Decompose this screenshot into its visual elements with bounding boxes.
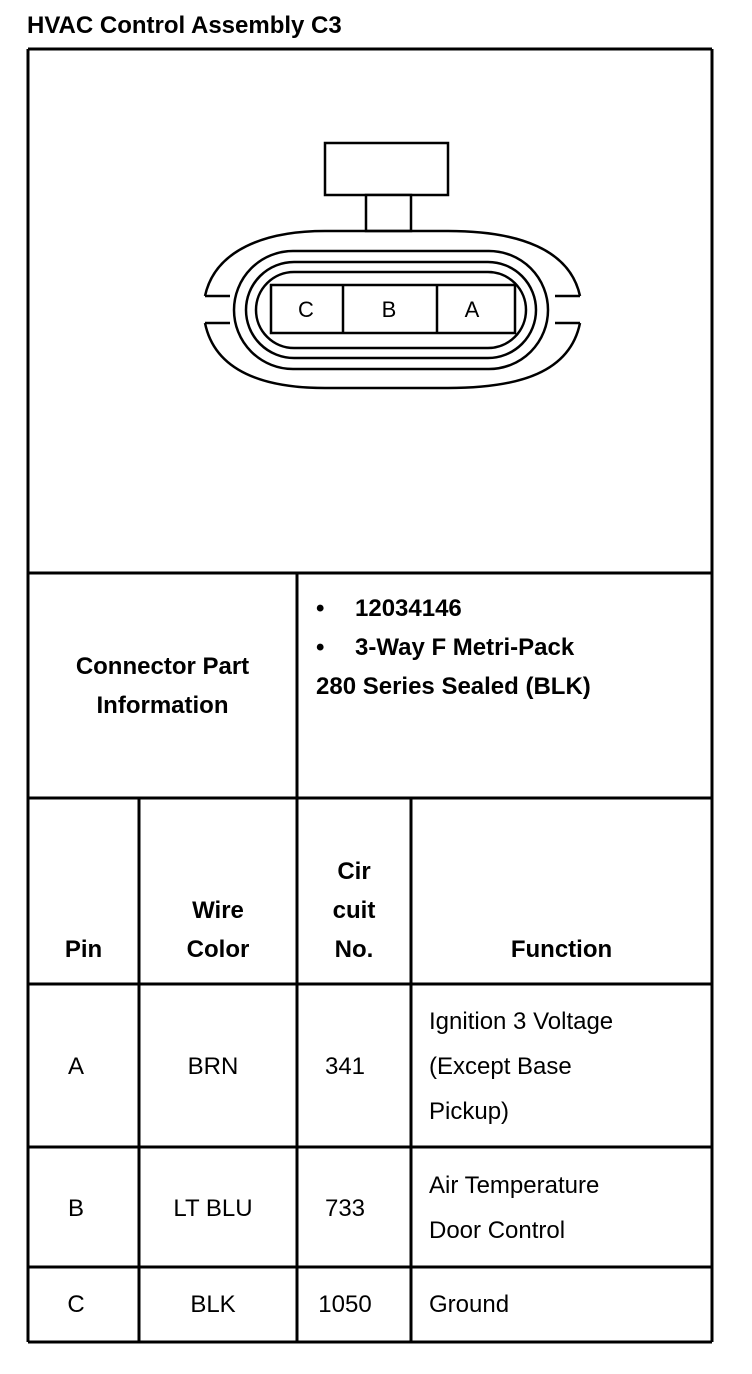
row-b-function-line2: Door Control (429, 1217, 566, 1244)
part-number: 12034146 (355, 595, 462, 622)
row-a-wire: BRN (187, 1053, 239, 1080)
connector-seal-outer (232, 249, 550, 371)
cavity-label-b: B (382, 297, 397, 322)
header-circuit-line2: cuit (332, 897, 376, 924)
row-a-pin: A (67, 1053, 84, 1080)
header-circuit-line3: No. (334, 936, 374, 963)
connector-shell-bottom (203, 322, 582, 390)
row-b-circuit: 733 (324, 1195, 366, 1222)
row-a-function-line3: Pickup) (429, 1098, 510, 1125)
row-a-circuit: 341 (324, 1053, 366, 1080)
header-wire-line2: Color (186, 936, 250, 963)
row-a-function-line2: (Except Base (429, 1053, 572, 1080)
part-info-bullet-1: • (316, 595, 325, 622)
connector-type: 3-Way F Metri-Pack (355, 634, 575, 661)
connector-shell-top (203, 229, 582, 297)
cavity-label-c: C (298, 297, 314, 322)
cavity-label-a: A (465, 297, 480, 322)
part-info-label-line2: Information (96, 692, 229, 719)
header-circuit-line1: Cir (337, 858, 371, 885)
part-info-bullet-2: • (316, 634, 325, 661)
row-c-wire: BLK (190, 1291, 236, 1318)
header-wire-line1: Wire (192, 897, 244, 924)
row-a-function-line1: Ignition 3 Voltage (429, 1008, 614, 1035)
connector-lock-tab (323, 141, 450, 197)
row-b-pin: B (67, 1195, 84, 1222)
connector-lock-tab-stem (364, 193, 413, 233)
row-b-wire: LT BLU (173, 1195, 253, 1222)
page-title: HVAC Control Assembly C3 (27, 12, 342, 39)
connector-cavity-block (269, 283, 517, 335)
header-pin: Pin (64, 936, 103, 963)
row-c-circuit: 1050 (318, 1291, 372, 1318)
connector-seal-middle (244, 260, 538, 360)
row-c-pin: C (67, 1291, 85, 1318)
part-info-label-line1: Connector Part (75, 653, 250, 680)
connector-drawing (203, 141, 582, 390)
row-b-function-line1: Air Temperature (429, 1172, 600, 1199)
connector-seal-inner (254, 270, 528, 350)
header-function: Function (510, 936, 613, 963)
row-c-function-line1: Ground (429, 1291, 510, 1318)
connector-series: 280 Series Sealed (BLK) (316, 673, 591, 700)
